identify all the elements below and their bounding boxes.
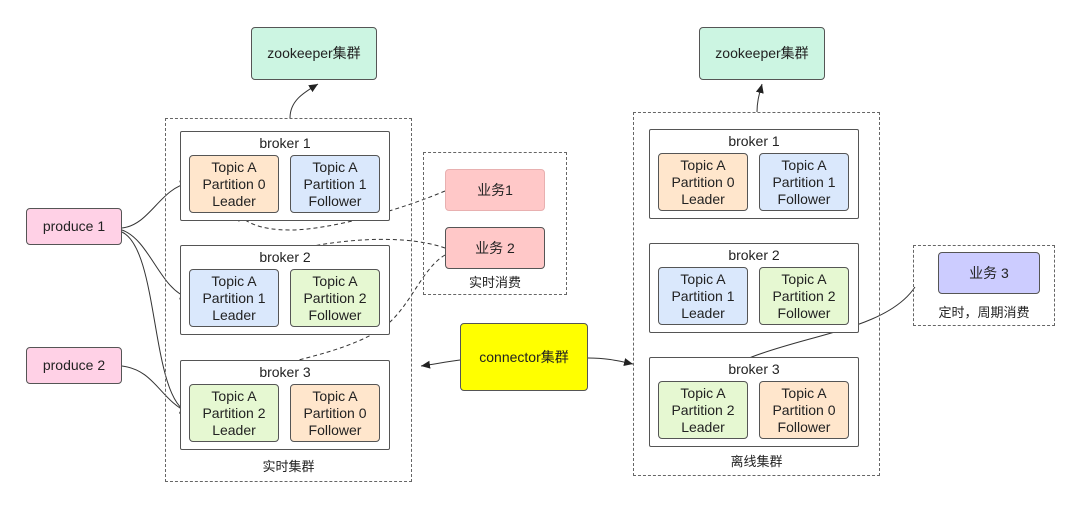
broker-title: broker 3	[728, 361, 780, 377]
partition-number: Partition 1	[303, 175, 367, 192]
partition-topic: Topic A	[312, 272, 358, 289]
edge-right-cluster-to-zookeeper	[755, 83, 764, 113]
partition-role: Leader	[212, 421, 256, 438]
consumer-label: 业务 3	[969, 264, 1009, 281]
partition-topic: Topic A	[211, 272, 257, 289]
right-cluster-label: 离线集群	[730, 454, 783, 469]
edge-produce1-to-broker3	[121, 231, 190, 414]
partition-number: Partition 0	[671, 173, 735, 190]
partition-number: Partition 1	[671, 287, 735, 304]
right-zookeeper-label: zookeeper集群	[715, 45, 809, 62]
left-cluster-label: 实时集群	[262, 459, 315, 474]
right-broker-3: broker 3 Topic A Partition 2 Leader Topi…	[649, 357, 859, 447]
partition-role: Leader	[681, 304, 725, 321]
consumer-label: 业务1	[477, 181, 513, 198]
left-cluster: 实时集群	[165, 118, 412, 482]
left-zookeeper-label: zookeeper集群	[267, 45, 361, 62]
broker-title: broker 3	[259, 364, 311, 380]
partition-number: Partition 0	[202, 175, 266, 192]
partition-role: Leader	[212, 306, 256, 323]
partition-box: Topic A Partition 0 Leader	[189, 155, 279, 213]
partition-box: Topic A Partition 1 Leader	[658, 267, 748, 325]
broker-title: broker 1	[728, 133, 780, 149]
partition-topic: Topic A	[312, 387, 358, 404]
partition-number: Partition 2	[303, 289, 367, 306]
realtime-consumer-label: 实时消费	[468, 275, 521, 290]
partition-number: Partition 0	[303, 404, 367, 421]
partition-role: Follower	[308, 192, 362, 209]
producer-label: produce 1	[42, 218, 106, 235]
partition-topic: Topic A	[781, 270, 827, 287]
periodic-consumer-label: 定时，周期消费	[938, 305, 1030, 320]
partition-number: Partition 1	[202, 289, 266, 306]
partition-box: Topic A Partition 0 Leader	[658, 153, 748, 211]
partition-role: Leader	[681, 418, 725, 435]
right-zookeeper-node: zookeeper集群	[699, 27, 825, 80]
partition-topic: Topic A	[680, 384, 726, 401]
partition-topic: Topic A	[211, 158, 257, 175]
partition-number: Partition 2	[671, 401, 735, 418]
broker-title: broker 2	[259, 249, 311, 265]
partition-topic: Topic A	[211, 387, 257, 404]
partition-number: Partition 2	[202, 404, 266, 421]
right-cluster: 离线集群	[633, 112, 880, 476]
partition-box: Topic A Partition 2 Leader	[189, 384, 279, 442]
partition-box: Topic A Partition 2 Follower	[290, 269, 380, 327]
left-broker-3: broker 3 Topic A Partition 2 Leader Topi…	[180, 360, 390, 450]
realtime-consumer-1: 业务1	[445, 169, 545, 211]
connector-label: connector集群	[479, 348, 569, 365]
partition-box: Topic A Partition 2 Follower	[759, 267, 849, 325]
left-broker-1: broker 1 Topic A Partition 0 Leader Topi…	[180, 131, 390, 221]
realtime-consumer-2: 业务 2	[445, 227, 545, 269]
partition-box: Topic A Partition 1 Follower	[759, 153, 849, 211]
realtime-consumer-group: 实时消费	[423, 152, 567, 295]
edge-connector-to-left-cluster	[420, 359, 461, 369]
partition-number: Partition 0	[772, 401, 836, 418]
partition-role: Leader	[681, 190, 725, 207]
partition-role: Follower	[777, 190, 831, 207]
consumer-label: 业务 2	[475, 239, 515, 256]
partition-number: Partition 1	[772, 173, 836, 190]
connector-cluster-node: connector集群	[460, 323, 588, 391]
left-broker-2: broker 2 Topic A Partition 1 Leader Topi…	[180, 245, 390, 335]
partition-role: Leader	[212, 192, 256, 209]
partition-number: Partition 2	[772, 287, 836, 304]
edge-connector-to-right-cluster	[587, 357, 634, 366]
partition-role: Follower	[308, 421, 362, 438]
broker-title: broker 2	[728, 247, 780, 263]
edge-left-cluster-to-zookeeper	[289, 83, 319, 119]
right-broker-2: broker 2 Topic A Partition 1 Leader Topi…	[649, 243, 859, 333]
partition-role: Follower	[308, 306, 362, 323]
partition-role: Follower	[777, 418, 831, 435]
periodic-consumer-node: 业务 3	[938, 252, 1040, 294]
partition-box: Topic A Partition 1 Follower	[290, 155, 380, 213]
broker-title: broker 1	[259, 135, 311, 151]
periodic-consumer-group: 定时，周期消费	[913, 245, 1055, 326]
producer-node-1: produce 1	[26, 208, 122, 245]
right-broker-1: broker 1 Topic A Partition 0 Leader Topi…	[649, 129, 859, 219]
partition-role: Follower	[777, 304, 831, 321]
partition-topic: Topic A	[781, 384, 827, 401]
partition-topic: Topic A	[680, 270, 726, 287]
left-zookeeper-node: zookeeper集群	[251, 27, 377, 80]
partition-box: Topic A Partition 1 Leader	[189, 269, 279, 327]
partition-box: Topic A Partition 0 Follower	[759, 381, 849, 439]
producer-node-2: produce 2	[26, 347, 122, 384]
producer-label: produce 2	[42, 357, 106, 374]
partition-topic: Topic A	[312, 158, 358, 175]
partition-box: Topic A Partition 2 Leader	[658, 381, 748, 439]
partition-topic: Topic A	[781, 156, 827, 173]
partition-box: Topic A Partition 0 Follower	[290, 384, 380, 442]
partition-topic: Topic A	[680, 156, 726, 173]
